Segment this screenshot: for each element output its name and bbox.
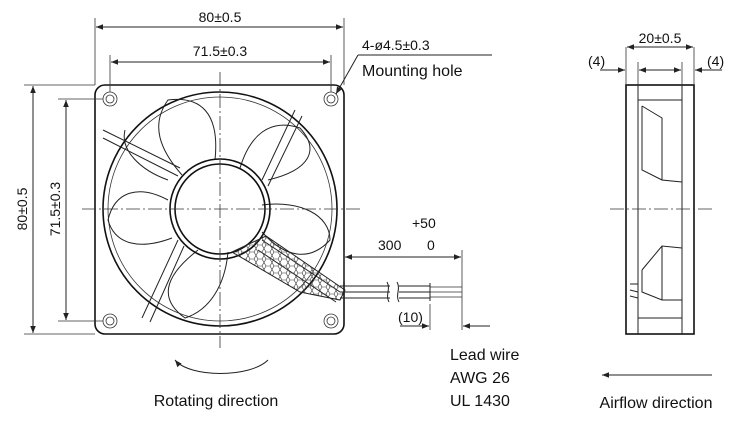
mounting-hole-label: Mounting hole [362,63,463,80]
lead-length-label: 300 [378,237,402,253]
hole-pitch-width-label: 71.5±0.3 [193,43,248,59]
fan-front-view [82,72,360,348]
lead-wire-spec-1: Lead wire [450,347,519,364]
lead-wire-dimensions: 300 +50 0 (10) Lead wire AWG 26 UL 1430 [343,215,519,410]
blade-4 [167,249,229,319]
mounting-hole-bottom-left-bore [105,316,115,326]
flange-right-label: (4) [707,53,724,69]
mounting-hole-bottom-right-bore [326,316,336,326]
flange-left-label: (4) [588,53,605,69]
airflow-direction-label: Airflow direction [600,395,713,412]
lead-wire-spec-2: AWG 26 [450,370,510,387]
mounting-hole-leader [335,54,359,95]
mounting-hole-top-right-bore [326,94,336,104]
lead-wire-spec-3: UL 1430 [450,393,510,410]
wire-break-right [396,281,400,303]
lead-wires [340,281,462,303]
mounting-hole-bottom-right [323,313,339,329]
mounting-hole-spec: 4-ø4.5±0.3 [362,37,430,53]
overall-width-label: 80±0.5 [199,9,242,25]
mounting-hole-top-right [323,91,339,107]
rotating-direction-label: Rotating direction [154,393,279,410]
mounting-hole-bottom-left [102,313,118,329]
blade-6 [123,129,169,181]
wire-break-left [386,281,390,303]
lead-tolerance-plus: +50 [412,215,436,231]
overall-height-label: 80±0.5 [14,187,30,230]
mounting-holes [102,91,339,329]
rotating-direction: Rotating direction [154,359,279,410]
lead-tolerance-minus: 0 [427,237,435,253]
spoke-upper-right [261,109,303,187]
strip-length-label: (10) [398,309,423,325]
blade-5 [107,191,173,245]
blade-1 [158,98,217,176]
side-blade-lower [638,245,683,319]
mounting-hole-top-left-bore [105,94,115,104]
side-blade-upper [638,99,683,183]
mounting-hole-top-left [102,91,118,107]
side-wire-exit [629,283,639,299]
fan-frame-outline [94,84,345,335]
fan-blades [107,98,331,319]
hole-pitch-height-label: 71.5±0.3 [47,182,63,237]
side-dimensions: 20±0.5 (4) (4) [588,30,724,85]
airflow-direction: Airflow direction [600,372,713,412]
wire-harness-cover [230,235,346,301]
rotation-arrow [174,359,269,374]
depth-label: 20±0.5 [639,30,682,46]
spoke-upper-left [102,129,181,177]
fan-side-view [610,84,712,335]
front-dimensions: 80±0.5 71.5±0.3 80±0.5 71.5±0.3 4-ø4.5±0… [14,9,492,335]
spoke-lower-left [141,239,185,323]
side-outline [625,84,695,335]
blade-2 [239,124,311,181]
